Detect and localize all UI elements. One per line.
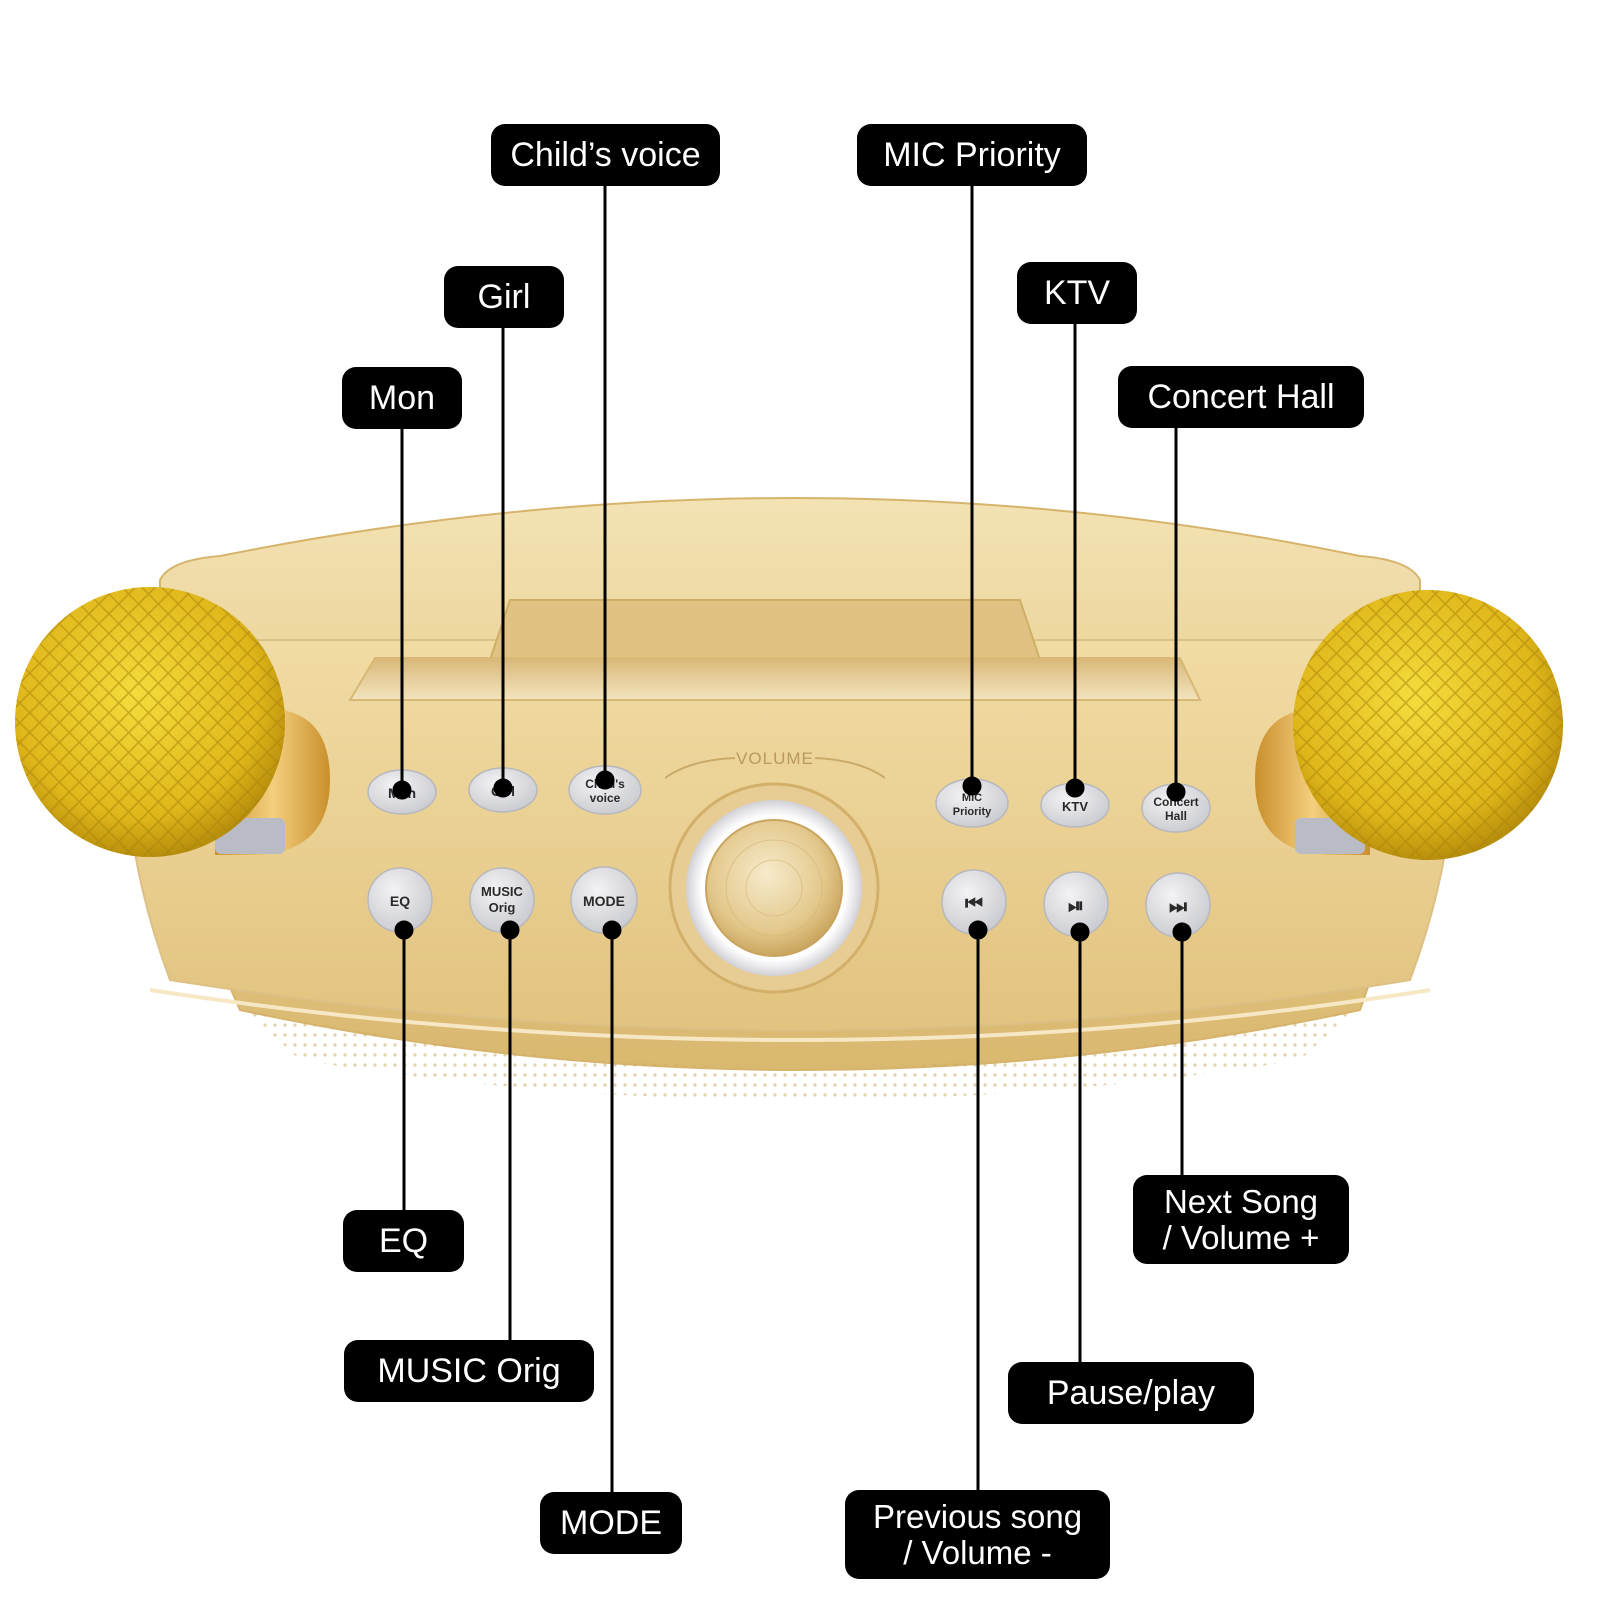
- eq-button[interactable]: EQ: [367, 867, 433, 933]
- concert-hall-button-label-2: Hall: [1165, 809, 1187, 823]
- callout-ktv: KTV: [1017, 262, 1137, 324]
- volume-knob[interactable]: [668, 782, 880, 994]
- concert-hall-button[interactable]: Concert Hall: [1141, 783, 1211, 833]
- callout-pause-play: Pause/play: [1008, 1362, 1254, 1424]
- leader-dot-ktv: [1065, 778, 1085, 798]
- play-pause-icon: ⏯: [1068, 895, 1084, 917]
- leader-dot-next-song: [1172, 922, 1192, 942]
- previous-icon: ⏮: [965, 893, 983, 915]
- next-icon: ⏭: [1169, 896, 1187, 918]
- music-orig-button-label-1: MUSIC: [481, 884, 524, 899]
- leader-dot-music-orig: [500, 920, 520, 940]
- left-microphone: [15, 587, 330, 857]
- phone-slot: [348, 599, 1202, 701]
- concert-hall-button-label-1: Concert: [1153, 795, 1198, 809]
- childs-voice-button-label-2: voice: [590, 791, 621, 805]
- callout-mode: MODE: [540, 1492, 682, 1554]
- mic-priority-button-label-2: Priority: [953, 806, 992, 818]
- eq-button-label: EQ: [390, 893, 410, 909]
- leader-dot-childs-voice: [595, 770, 615, 790]
- ktv-button-label: KTV: [1062, 799, 1088, 814]
- pause-play-button[interactable]: ⏯: [1043, 871, 1109, 937]
- leader-dot-pause-play: [1070, 922, 1090, 942]
- leader-lines: [392, 186, 1192, 1495]
- volume-arc: VOLUME: [664, 749, 886, 779]
- callout-music-orig: MUSIC Orig: [344, 1340, 594, 1402]
- music-orig-button-label-2: Orig: [489, 900, 516, 915]
- music-orig-button[interactable]: MUSIC Orig: [469, 867, 535, 933]
- leader-dot-mon: [392, 780, 412, 800]
- callout-girl: Girl: [444, 266, 564, 328]
- volume-label: VOLUME: [736, 749, 814, 768]
- callout-childs-voice: Child’s voice: [491, 124, 720, 186]
- callout-eq: EQ: [343, 1210, 464, 1272]
- callout-next-song: Next Song / Volume +: [1133, 1175, 1349, 1264]
- leader-dot-previous-song: [968, 920, 988, 940]
- callout-mic-priority: MIC Priority: [857, 124, 1087, 186]
- leader-dot-girl: [493, 778, 513, 798]
- mic-priority-button[interactable]: MIC Priority: [935, 778, 1009, 828]
- leader-dot-concert-hall: [1166, 782, 1186, 802]
- callout-mon: Mon: [342, 367, 462, 429]
- right-microphone: [1255, 590, 1563, 860]
- callout-concert-hall: Concert Hall: [1118, 366, 1364, 428]
- mic-priority-button-label-1: MIC: [962, 792, 982, 804]
- leader-dot-mode: [602, 920, 622, 940]
- leader-dot-eq: [394, 920, 414, 940]
- leader-dot-mic-priority: [962, 776, 982, 796]
- previous-song-button[interactable]: ⏮: [941, 869, 1007, 935]
- mode-button-label: MODE: [583, 893, 625, 909]
- callout-previous-song: Previous song / Volume -: [845, 1490, 1110, 1579]
- mode-button[interactable]: MODE: [570, 866, 638, 934]
